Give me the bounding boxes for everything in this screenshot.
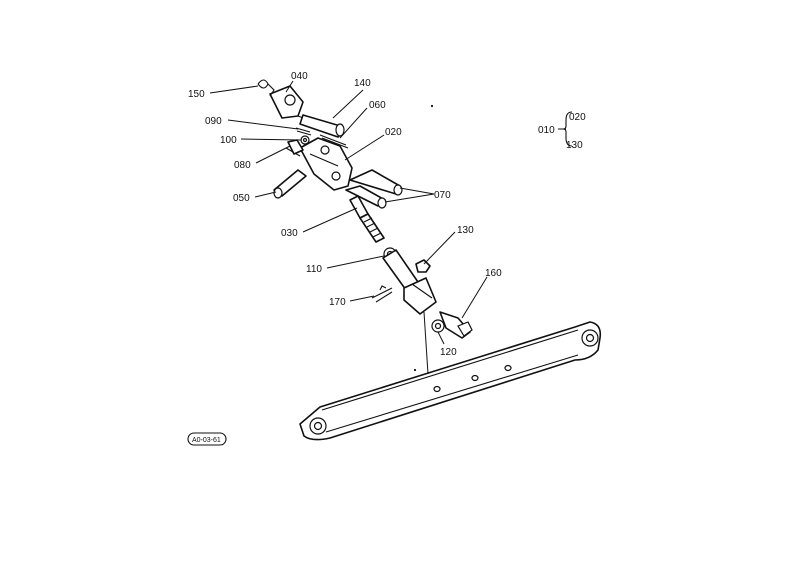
pin-140 <box>299 114 345 138</box>
label-150: 150 <box>188 89 205 100</box>
cotter-pin-170 <box>371 285 393 303</box>
legend-parent: 010 <box>538 125 555 136</box>
label-130: 130 <box>457 225 474 236</box>
washer-120 <box>431 319 445 333</box>
label-040: 040 <box>291 71 308 82</box>
pin-050 <box>273 169 307 199</box>
clevis-020 <box>285 137 353 191</box>
nut-130 <box>415 259 431 273</box>
drawing-reference-stamp: A0-03-61 <box>187 432 227 446</box>
washer-090 <box>295 127 312 136</box>
speck <box>413 368 417 372</box>
label-170: 170 <box>329 297 346 308</box>
stamp-text: A0-03-61 <box>192 437 221 444</box>
label-030: 030 <box>281 228 298 239</box>
label-100: 100 <box>220 135 237 146</box>
end-pin-160 <box>439 311 473 339</box>
label-120: 120 <box>440 347 457 358</box>
label-140: 140 <box>354 78 371 89</box>
spring-pin-060 <box>319 134 349 149</box>
label-080: 080 <box>234 160 251 171</box>
label-090: 090 <box>205 116 222 127</box>
legend-child-b: 130 <box>566 140 583 151</box>
speck <box>430 104 434 108</box>
adjusting-rod-030 <box>349 195 385 243</box>
label-050: 050 <box>233 193 250 204</box>
pins-070 <box>345 169 403 209</box>
pin-080 <box>287 139 304 155</box>
label-070: 070 <box>434 190 451 201</box>
turnbuckle-body <box>382 249 437 315</box>
leader-lines <box>209 80 488 375</box>
label-020: 020 <box>385 127 402 138</box>
lower-link-arm <box>299 321 602 441</box>
label-160: 160 <box>485 268 502 279</box>
label-060: 060 <box>369 100 386 111</box>
legend-child-a: 020 <box>569 112 586 123</box>
assembly-legend: 010 020 130 <box>538 111 586 151</box>
label-110: 110 <box>306 264 322 275</box>
clip-150 <box>257 79 275 97</box>
part-labels: 150 040 140 060 090 100 020 080 050 070 … <box>188 71 502 358</box>
